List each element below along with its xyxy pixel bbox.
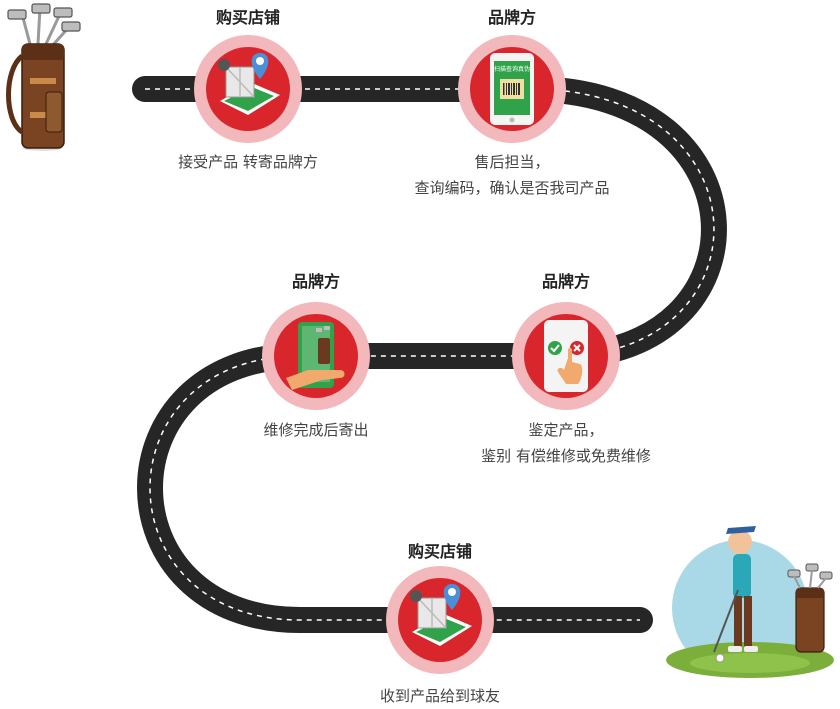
step-3-desc: 鉴定产品， 鉴别 有偿维修或免费维修 (481, 417, 651, 469)
step-4-title: 品牌方 (291, 272, 341, 291)
step-4-desc: 维修完成后寄出 (263, 417, 368, 443)
step-5-title: 购买店铺 (407, 542, 473, 561)
step-5-node (386, 566, 494, 674)
map-pin-icon (218, 53, 280, 115)
step-5-desc-line: 收到产品给到球友 (379, 687, 501, 705)
map-pin-icon (410, 584, 472, 646)
step-1-desc: 接受产品 转寄品牌方 (178, 149, 318, 175)
phone-barcode-icon: 扫描查询真伪 (490, 53, 534, 125)
step-3-desc-line: 鉴别 有偿维修或免费维修 (481, 447, 651, 465)
step-2-desc: 售后担当， 查询编码，确认是否我司产品 (414, 149, 609, 201)
step-1-title: 购买店铺 (215, 8, 281, 27)
step-4-desc-line: 维修完成后寄出 (263, 421, 369, 439)
step-5-desc: 收到产品给到球友 (380, 683, 500, 709)
step-2-node: 扫描查询真伪 (458, 35, 566, 143)
step-2-desc-line: 售后担当， (474, 153, 550, 171)
step-3-desc-line: 鉴定产品， (528, 421, 604, 439)
step-4-node (262, 302, 370, 410)
phone-hand-golfbag-icon (286, 322, 345, 390)
step-1-node (194, 35, 302, 143)
step-1-desc-line: 接受产品 转寄品牌方 (178, 153, 318, 171)
golf-bag-icon (6, 3, 81, 151)
phone-check-cross-icon (544, 320, 588, 392)
step-2-desc-line: 查询编码，确认是否我司产品 (414, 179, 610, 197)
step-3-node (512, 302, 620, 410)
step-2-title: 品牌方 (487, 8, 537, 27)
golfer-icon (666, 526, 834, 678)
step-3-title: 品牌方 (541, 272, 591, 291)
phone-screen-text: 扫描查询真伪 (494, 65, 530, 73)
